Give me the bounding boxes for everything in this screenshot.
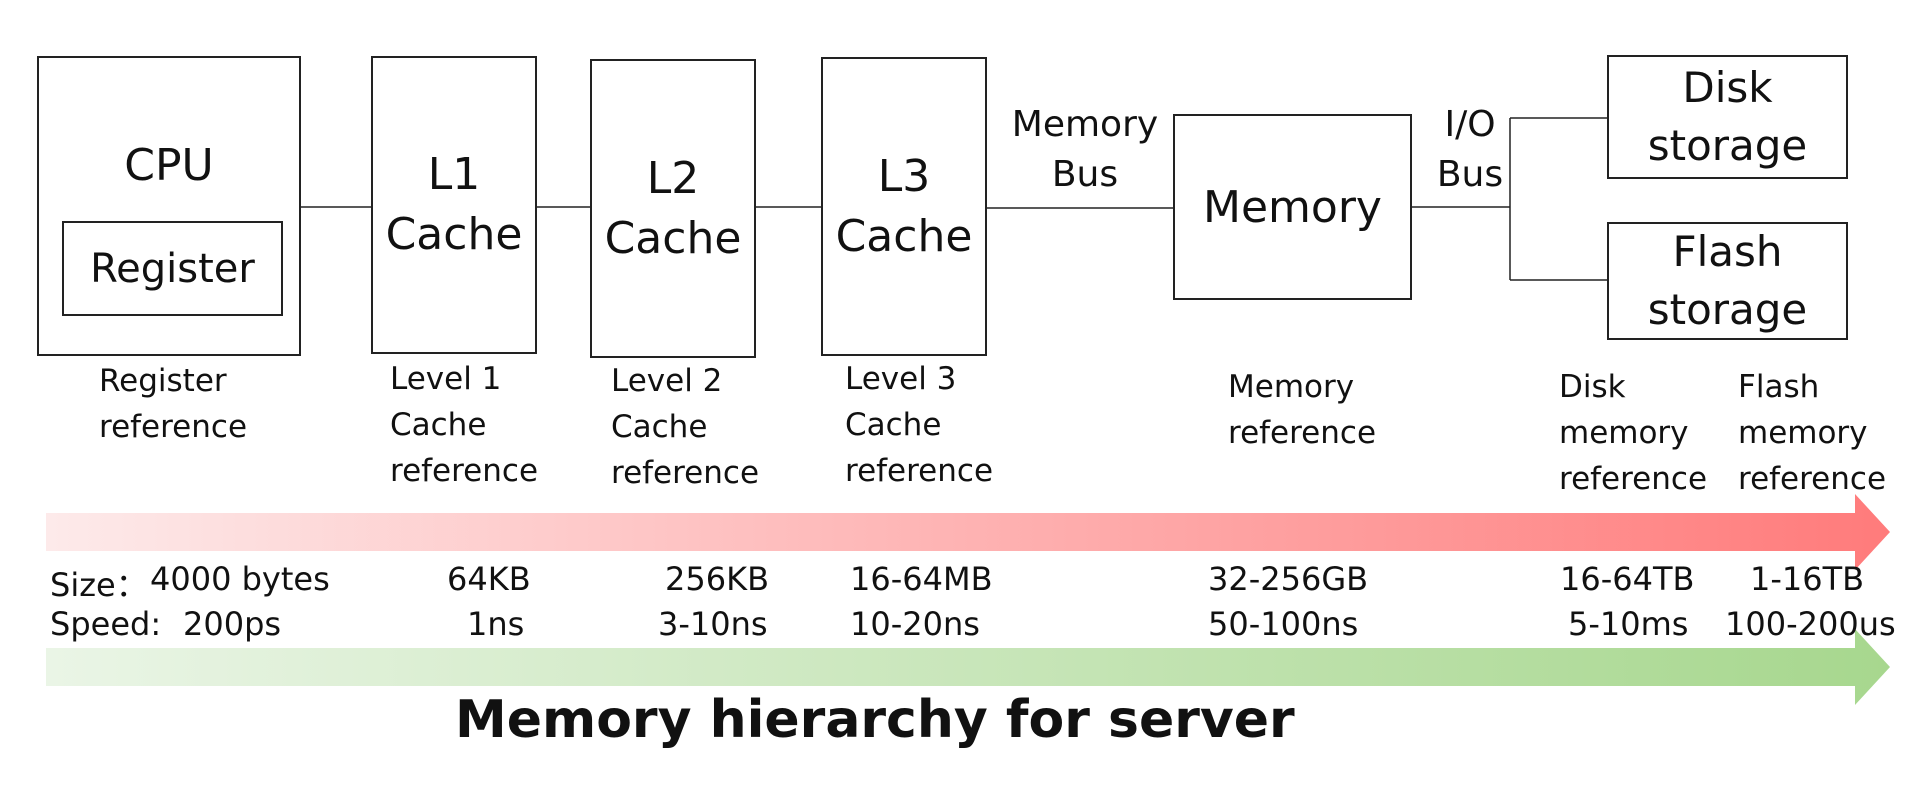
diagram-title: Memory hierarchy for server xyxy=(455,690,1295,750)
speed-l2: 3-10ns xyxy=(658,605,768,643)
memory-reference: Memory reference xyxy=(1228,369,1377,451)
l2-reference: Level 2 Cache reference xyxy=(611,363,760,491)
size-register: 4000 bytes xyxy=(150,560,330,598)
register-label: Register xyxy=(90,245,255,292)
memory-bus-label: Memory Bus xyxy=(1011,104,1159,195)
cpu-label: CPU xyxy=(124,140,214,191)
size-l3: 16-64MB xyxy=(850,560,993,598)
register-reference: Register reference xyxy=(99,363,248,445)
register-box: Register xyxy=(62,221,283,316)
size-flash: 1-16TB xyxy=(1750,560,1865,598)
size-memory: 32-256GB xyxy=(1208,560,1369,598)
l3-cache-box: L3 Cache xyxy=(821,57,987,356)
l2-cache-label: L2 Cache xyxy=(604,152,742,264)
speed-flash: 100-200us xyxy=(1725,605,1896,643)
size-l2: 256KB xyxy=(665,560,770,598)
flash-storage-box: Flash storage xyxy=(1607,222,1848,340)
memory-label: Memory xyxy=(1203,181,1382,233)
l3-cache-label: L3 Cache xyxy=(835,150,973,262)
size-l1: 64KB xyxy=(447,560,531,598)
flash-reference: Flash memory reference xyxy=(1738,369,1887,497)
speed-row-label: Speed: xyxy=(50,605,162,643)
speed-disk: 5-10ms xyxy=(1568,605,1689,643)
l1-cache-box: L1 Cache xyxy=(371,56,537,354)
size-disk: 16-64TB xyxy=(1560,560,1695,598)
speed-l3: 10-20ns xyxy=(850,605,980,643)
speed-arrow xyxy=(46,629,1890,705)
connector-lines xyxy=(300,117,1607,281)
disk-storage-box: Disk storage xyxy=(1607,55,1848,179)
l1-cache-label: L1 Cache xyxy=(385,149,523,260)
size-row-label: Size： xyxy=(50,566,148,604)
speed-memory: 50-100ns xyxy=(1208,605,1359,643)
l1-reference: Level 1 Cache reference xyxy=(390,361,539,489)
speed-register: 200ps xyxy=(183,605,282,643)
size-arrow xyxy=(46,494,1890,570)
l3-reference: Level 3 Cache reference xyxy=(845,361,994,489)
flash-storage-label: Flash storage xyxy=(1647,227,1808,334)
speed-l1: 1ns xyxy=(467,605,525,643)
l2-cache-box: L2 Cache xyxy=(590,59,756,358)
io-bus-label: I/O Bus xyxy=(1436,104,1504,195)
memory-box: Memory xyxy=(1173,114,1412,300)
disk-storage-label: Disk storage xyxy=(1647,63,1808,170)
disk-reference: Disk memory reference xyxy=(1559,369,1708,497)
